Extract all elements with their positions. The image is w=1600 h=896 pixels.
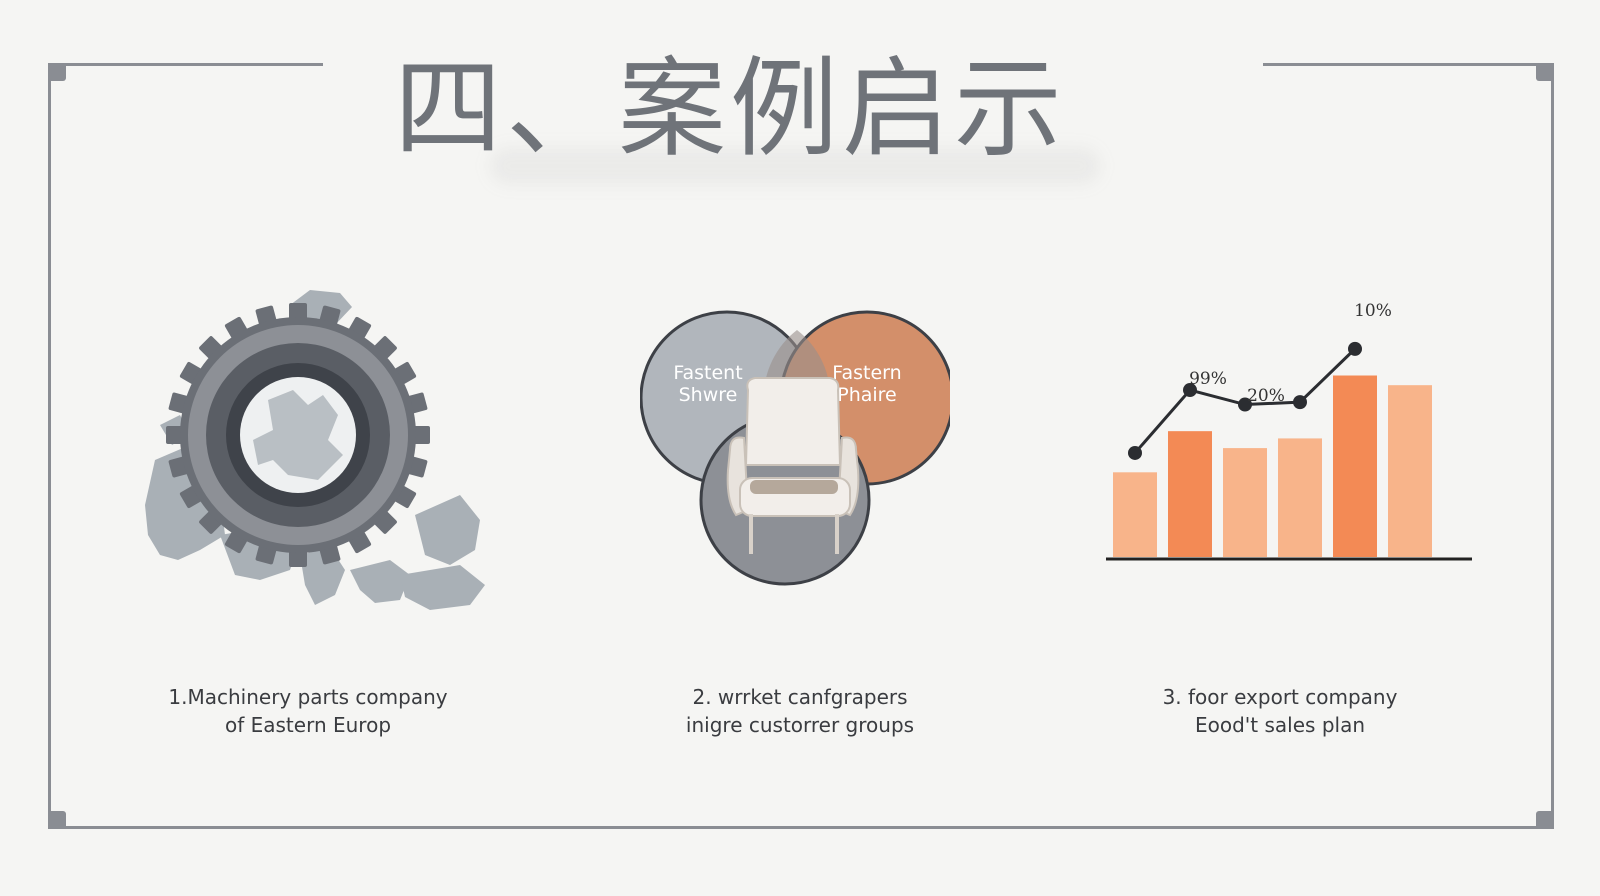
gear-europe-illustration (130, 285, 500, 625)
chart-bar (1168, 431, 1212, 557)
trend-point (1348, 341, 1362, 356)
frame-top-right-line (1263, 63, 1554, 66)
frame-bottom-line (48, 826, 1554, 829)
frame-right-line (1551, 63, 1554, 828)
trend-point (1238, 397, 1252, 412)
venn-chair-illustration: Fastent Shwre Fastern Phaire (639, 300, 955, 600)
case-3-line-2: Eood't sales plan (1195, 713, 1365, 737)
venn-left-label-1: Fastent (673, 362, 742, 384)
gear-icon (145, 290, 485, 610)
frame-left-line (48, 63, 51, 828)
venn-left-label-2: Shwre (679, 384, 738, 406)
case-1-line-1: 1.Machinery parts company (168, 685, 448, 709)
frame-corner-br (1536, 811, 1554, 829)
frame-corner-bl (48, 811, 66, 829)
label-99pct: 99% (1189, 369, 1227, 389)
chart-bar (1223, 448, 1267, 557)
chair-icon (726, 377, 860, 554)
frame-top-left-line (48, 63, 323, 66)
venn-diagram: Fastent Shwre Fastern Phaire (639, 310, 955, 586)
chart-bar (1388, 385, 1432, 557)
case-3-line-1: 3. foor export company (1162, 685, 1398, 709)
case-1-caption: 1.Machinery parts company of Eastern Eur… (98, 683, 518, 739)
title-shadow (490, 148, 1100, 184)
case-1-line-2: of Eastern Europ (224, 713, 392, 737)
label-20pct: 20% (1247, 386, 1285, 406)
case-2-caption: 2. wrrket canfgrapers inigre custorrer g… (590, 683, 1010, 739)
venn-right-label-2: Phaire (837, 384, 897, 406)
case-3-caption: 3. foor export company Eood't sales plan (1070, 683, 1490, 739)
case-2-line-1: 2. wrrket canfgrapers (692, 685, 908, 709)
slide-title: 四、案例启示 (393, 47, 1066, 172)
case-2-line-2: inigre custorrer groups (685, 713, 915, 737)
chart-bar (1113, 472, 1157, 557)
chart-bar (1278, 438, 1322, 557)
venn-right-label-1: Fastern (832, 362, 901, 384)
label-10pct: 10% (1354, 301, 1392, 321)
frame-corner-tl (48, 63, 66, 81)
sales-chart: 99% 20% 10% (1100, 300, 1480, 570)
trend-point (1293, 395, 1307, 410)
chart-bar (1333, 375, 1377, 557)
trend-point (1128, 445, 1142, 460)
sales-chart-svg: 99% 20% 10% (1106, 301, 1472, 561)
trend-point (1183, 383, 1197, 398)
frame-corner-tr (1536, 63, 1554, 81)
